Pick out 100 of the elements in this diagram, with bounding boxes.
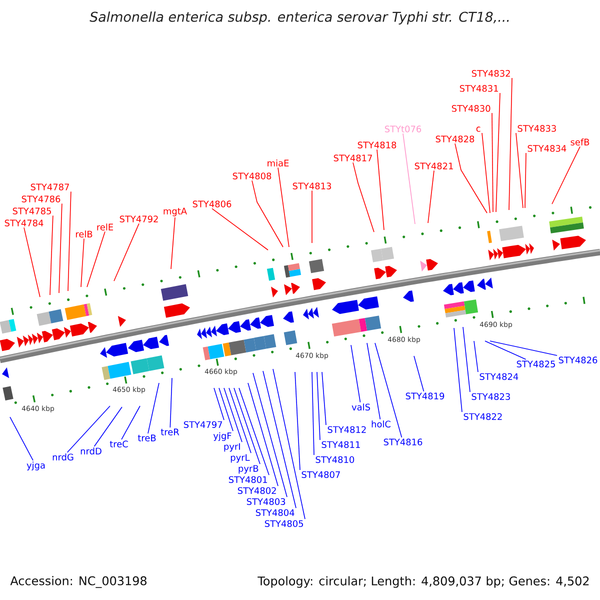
gene-label: yjgF bbox=[213, 432, 232, 441]
gene-label: STY4797 bbox=[184, 421, 222, 428]
leader-line bbox=[262, 370, 296, 508]
leader-line bbox=[148, 382, 160, 434]
gene-label: STY4822 bbox=[464, 413, 502, 420]
gene-label: STY4808 bbox=[232, 172, 272, 180]
gene-label: STY4807 bbox=[302, 471, 340, 478]
leader-line bbox=[402, 133, 416, 224]
gene-label: STY4784 bbox=[4, 220, 44, 226]
footer-text: Topology: circular; Length: 4,809,037 bp; Genes: 4,502 bbox=[258, 576, 589, 588]
leader-line bbox=[68, 191, 72, 292]
gene-label: STY4785 bbox=[12, 208, 51, 214]
leader-line bbox=[278, 167, 290, 248]
leader-line bbox=[66, 406, 110, 453]
leader-line bbox=[50, 215, 54, 296]
gene-label: mgtA bbox=[164, 208, 187, 216]
leader-line bbox=[252, 180, 284, 248]
gene-label: STY4787 bbox=[30, 184, 69, 190]
gene-label: STY4792 bbox=[120, 216, 158, 222]
leader-line bbox=[516, 132, 524, 208]
leader-line bbox=[462, 326, 470, 392]
leader-line bbox=[352, 162, 374, 232]
leader-line bbox=[170, 217, 176, 270]
gene-label: c bbox=[476, 126, 480, 132]
leader-line bbox=[454, 143, 488, 214]
gene-label: STY4823 bbox=[472, 393, 510, 400]
gene-label: STY4824 bbox=[480, 373, 518, 380]
gene-label: STY4825 bbox=[516, 360, 555, 368]
gene-label: miaE bbox=[268, 160, 289, 166]
gene-label: STY4804 bbox=[256, 509, 294, 516]
gene-label: STY4832 bbox=[472, 70, 510, 77]
gene-label: STY4831 bbox=[460, 85, 498, 92]
leader-line bbox=[454, 328, 462, 412]
gene-label: STY4802 bbox=[238, 487, 276, 494]
gene-label: STY4805 bbox=[264, 520, 304, 527]
gene-label: treR bbox=[160, 428, 180, 436]
leader-line bbox=[366, 342, 381, 420]
leader-line bbox=[238, 388, 270, 476]
gene-label: STY4786 bbox=[22, 196, 60, 202]
title: Salmonella enterica subsp. enterica serovar Typhi str. CT18,... bbox=[90, 12, 509, 24]
gene-label: STY4813 bbox=[292, 182, 332, 190]
leader-line bbox=[114, 223, 140, 282]
gene-label: pyrI bbox=[224, 443, 240, 452]
leader-line bbox=[482, 132, 490, 214]
gene-label: STY4811 bbox=[322, 441, 360, 448]
leader-line bbox=[228, 388, 252, 454]
gene-label: treC bbox=[110, 440, 128, 448]
leader-line bbox=[496, 92, 500, 212]
leader-line bbox=[224, 388, 242, 442]
leader-line bbox=[272, 368, 306, 520]
leader-line bbox=[490, 340, 558, 356]
gene-label: STY4801 bbox=[228, 476, 267, 483]
leader-line bbox=[252, 372, 288, 498]
leader-line bbox=[350, 344, 361, 403]
gene-label: valS bbox=[352, 404, 370, 410]
leader-line bbox=[214, 388, 224, 420]
gene-label: STY4833 bbox=[518, 125, 556, 132]
leader-line bbox=[376, 149, 384, 230]
gene-label: STY4819 bbox=[406, 392, 444, 400]
gene-label: STY4816 bbox=[384, 438, 422, 446]
leader-line bbox=[322, 372, 326, 426]
gene-label: STY4834 bbox=[528, 145, 566, 152]
gene-label: STY4826 bbox=[558, 356, 598, 364]
leader-line bbox=[94, 406, 122, 447]
gene-label: holC bbox=[372, 420, 390, 428]
leader-line bbox=[86, 231, 106, 288]
gene-label: STY4810 bbox=[316, 456, 354, 463]
gene-label: sefB bbox=[570, 138, 590, 146]
gene-label: pyrL bbox=[230, 454, 250, 463]
leader-line bbox=[234, 388, 260, 464]
leader-line bbox=[218, 388, 234, 432]
gene-label: STY4821 bbox=[414, 162, 453, 170]
leader-line bbox=[414, 356, 424, 392]
gene-label: STYt076 bbox=[384, 126, 422, 132]
leader-line bbox=[170, 378, 172, 428]
gene-label: relE bbox=[97, 224, 114, 230]
gene-label: STY4828 bbox=[436, 136, 474, 142]
leader-line bbox=[508, 78, 512, 210]
leader-line bbox=[58, 203, 62, 294]
gene-label: STY4817 bbox=[334, 154, 372, 162]
leader-line bbox=[492, 112, 494, 212]
leader-line bbox=[484, 340, 526, 360]
leader-line bbox=[121, 406, 140, 440]
leader-line bbox=[374, 342, 402, 438]
leader-line bbox=[474, 340, 478, 372]
leader-line bbox=[80, 238, 84, 288]
gene-label: relB bbox=[76, 230, 92, 238]
leader-line bbox=[552, 146, 580, 204]
footer-text: Accession: NC_003198 bbox=[10, 576, 146, 588]
gene-label: STY4830 bbox=[452, 105, 490, 112]
gene-label: STY4803 bbox=[246, 498, 286, 505]
gene-label: STY4812 bbox=[328, 426, 366, 433]
gene-label: nrdG bbox=[52, 454, 74, 460]
leader-line bbox=[428, 170, 434, 224]
leader-line bbox=[294, 372, 300, 470]
leader-line bbox=[316, 372, 320, 440]
leader-line bbox=[24, 227, 40, 298]
gene-label: STY4818 bbox=[358, 142, 396, 148]
gene-label: treB bbox=[138, 434, 156, 442]
leader-line bbox=[312, 372, 314, 456]
